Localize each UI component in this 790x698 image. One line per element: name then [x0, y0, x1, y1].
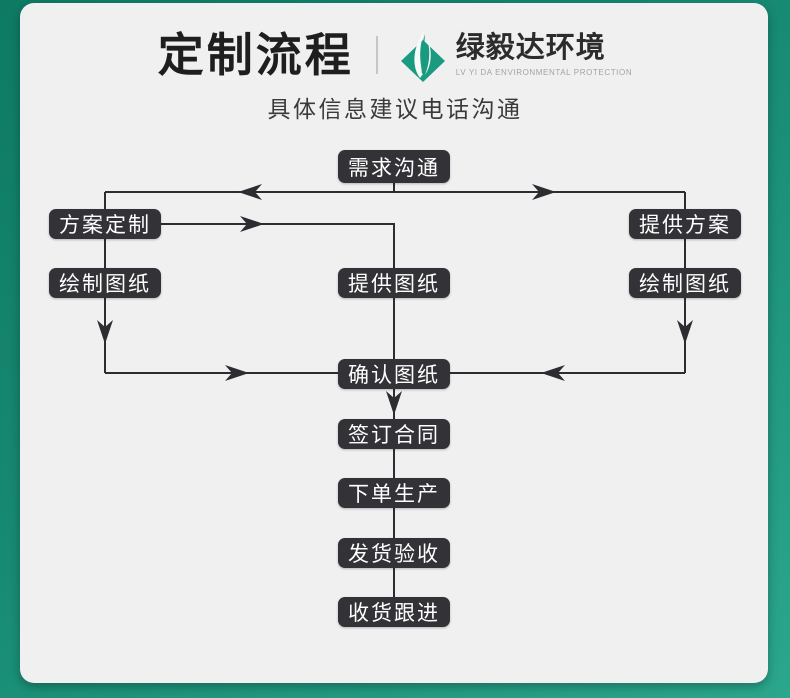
flow-node-draw-right: 绘制图纸 — [629, 268, 741, 298]
header-divider — [375, 36, 378, 74]
flow-node-requirement: 需求沟通 — [338, 150, 450, 183]
flow-node-order-production: 下单生产 — [338, 478, 450, 508]
flow-node-plan-custom: 方案定制 — [49, 209, 161, 239]
brand-name: 绿毅达环境 — [455, 32, 606, 65]
flow-node-draw-left: 绘制图纸 — [49, 268, 161, 298]
brand-tagline: LV YI DA ENVIRONMENTAL PROTECTION — [455, 67, 633, 77]
flow-node-provide-drawing: 提供图纸 — [338, 268, 450, 298]
subtitle-note: 具体信息建议电话沟通 — [267, 96, 523, 122]
flow-node-sign-contract: 签订合同 — [338, 419, 450, 449]
header: 定制流程 绿毅达环境 LV YI DA ENVIRONMENTAL PROTEC… — [0, 28, 790, 82]
brand-text-block: 绿毅达环境 LV YI DA ENVIRONMENTAL PROTECTION — [455, 32, 633, 77]
flow-node-confirm-drawing: 确认图纸 — [338, 359, 450, 389]
flow-node-plan-provide: 提供方案 — [629, 209, 741, 239]
page-title: 定制流程 — [157, 29, 354, 81]
flow-node-ship-acceptance: 发货验收 — [338, 538, 450, 568]
flow-node-receipt-followup: 收货跟进 — [338, 597, 450, 627]
leaf-diamond-logo-icon — [400, 30, 445, 82]
brand-logo: 绿毅达环境 LV YI DA ENVIRONMENTAL PROTECTION — [398, 28, 632, 82]
